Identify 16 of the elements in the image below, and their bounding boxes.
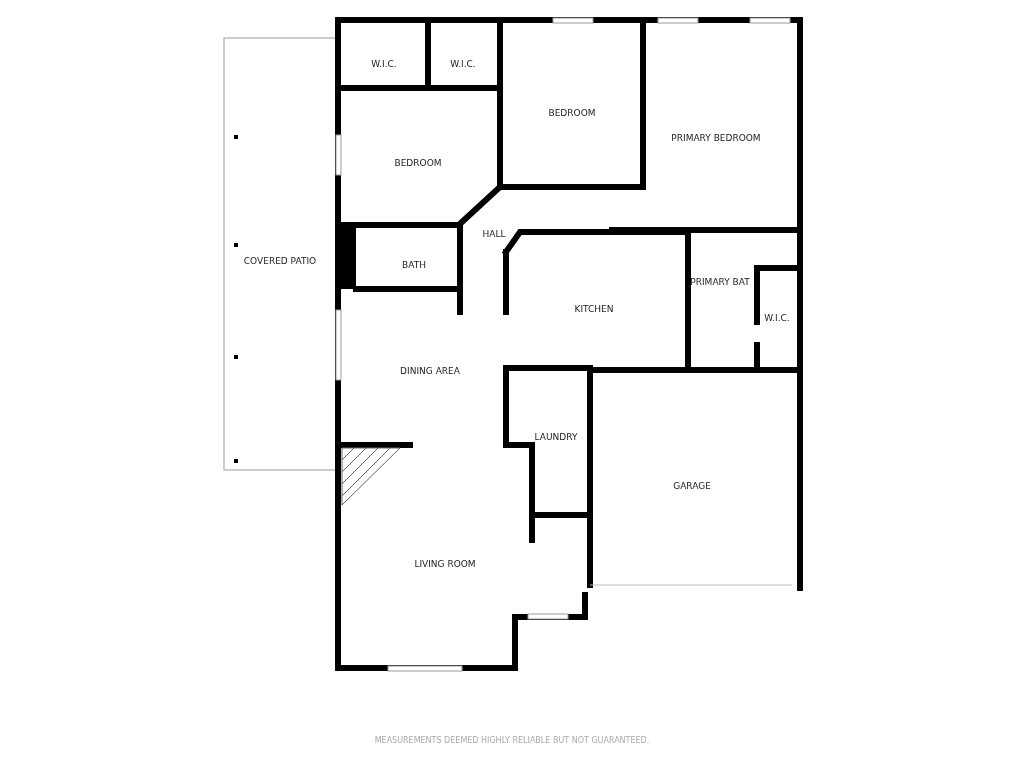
room-label: LIVING ROOM xyxy=(414,558,476,570)
room-label: BATH xyxy=(402,259,426,271)
room-label: W.I.C. xyxy=(450,58,476,70)
room-label: DINING AREA xyxy=(400,365,460,377)
room-label: W.I.C. xyxy=(371,58,397,70)
room-label: BEDROOM xyxy=(548,107,596,119)
room-label: BEDROOM xyxy=(394,157,442,169)
room-label: LAUNDRY xyxy=(534,431,578,443)
room-label: PRIMARY BAT xyxy=(690,276,750,288)
room-label: KITCHEN xyxy=(574,303,614,315)
room-label: PRIMARY BEDROOM xyxy=(671,132,761,144)
disclaimer-caption: MEASUREMENTS DEEMED HIGHLY RELIABLE BUT NOT GUARANTEED. xyxy=(373,736,651,745)
room-label: W.I.C. xyxy=(764,312,790,324)
room-label: HALL xyxy=(482,228,506,240)
room-label: GARAGE xyxy=(673,480,711,492)
room-label: COVERED PATIO xyxy=(243,255,317,267)
